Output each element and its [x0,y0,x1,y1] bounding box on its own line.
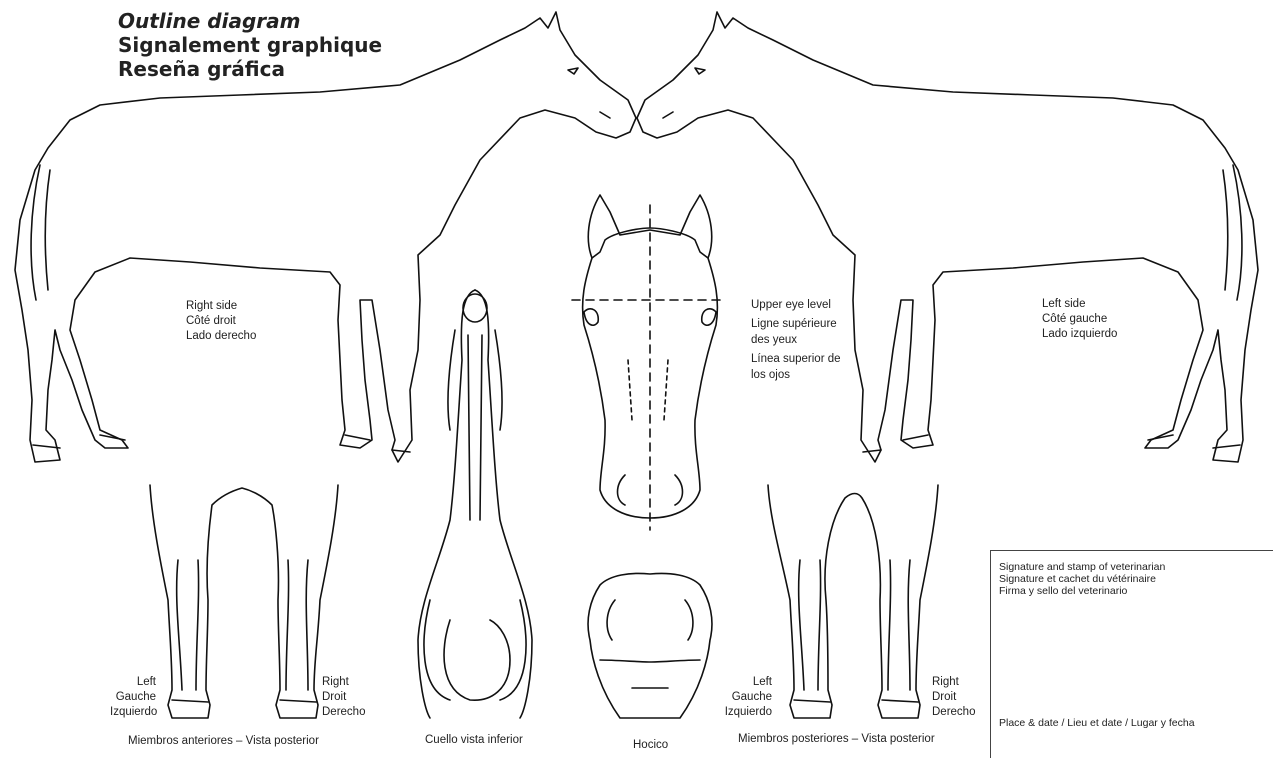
signature-label-es: Firma y sello del veterinario [999,585,1165,597]
neck-inferior-view [418,290,532,718]
front-legs-posterior-view [150,485,338,718]
front-right-fr: Droit [322,690,365,705]
left-side-label-en: Left side [1042,297,1117,312]
head-front-view [572,195,725,530]
hind-left-en: Left [724,675,772,690]
horse-left-side-figure [637,12,1258,462]
right-side-label-en: Right side [186,299,256,314]
right-side-label: Right side Côté droit Lado derecho [186,299,256,344]
signature-label-en: Signature and stamp of veterinarian [999,561,1165,573]
signature-label: Signature and stamp of veterinarian Sign… [999,561,1165,597]
place-date-label: Place & date / Lieu et date / Lugar y fe… [999,716,1195,731]
hind-left-fr: Gauche [724,690,772,705]
front-right-label: Right Droit Derecho [322,675,365,720]
front-legs-caption: Miembros anteriores – Vista posterior [128,734,319,749]
hind-left-label: Left Gauche Izquierdo [724,675,772,720]
hind-right-label: Right Droit Derecho [932,675,975,720]
eye-level-es-2: los ojos [751,367,841,383]
veterinarian-signature-box: Signature and stamp of veterinarian Sign… [990,550,1273,758]
muzzle-caption: Hocico [633,738,668,753]
muzzle-view [588,573,712,718]
left-side-label-fr: Côté gauche [1042,312,1117,327]
eye-level-fr-2: des yeux [751,332,841,348]
horse-right-side-figure [15,12,636,462]
hind-right-en: Right [932,675,975,690]
eye-level-fr-1: Ligne supérieure [751,316,841,332]
front-left-fr: Gauche [110,690,156,705]
left-side-label: Left side Côté gauche Lado izquierdo [1042,297,1117,342]
hind-legs-posterior-view [768,485,938,718]
right-side-label-fr: Côté droit [186,314,256,329]
neck-caption: Cuello vista inferior [425,733,523,748]
upper-eye-level-label: Upper eye level Ligne supérieure des yeu… [751,297,841,383]
eye-level-en: Upper eye level [751,297,841,313]
right-side-label-es: Lado derecho [186,329,256,344]
front-right-es: Derecho [322,705,365,720]
front-left-es: Izquierdo [110,705,156,720]
hind-right-fr: Droit [932,690,975,705]
hind-right-es: Derecho [932,705,975,720]
left-side-label-es: Lado izquierdo [1042,327,1117,342]
hind-legs-caption: Miembros posteriores – Vista posterior [738,732,935,747]
front-left-label: Left Gauche Izquierdo [110,675,156,720]
front-right-en: Right [322,675,365,690]
front-left-en: Left [110,675,156,690]
eye-level-es-1: Línea superior de [751,351,841,367]
signature-label-fr: Signature et cachet du vétérinaire [999,573,1165,585]
hind-left-es: Izquierdo [724,705,772,720]
